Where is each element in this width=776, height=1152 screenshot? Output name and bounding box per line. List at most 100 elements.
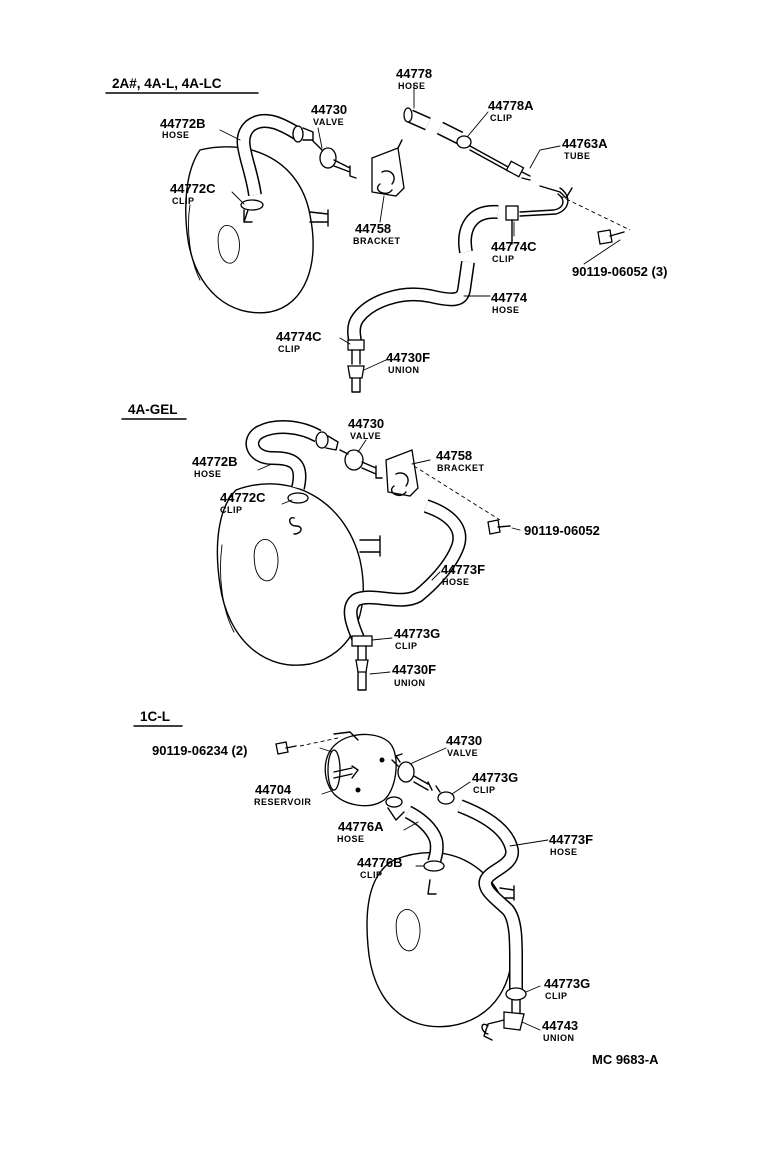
- bracket-44758-1: [371, 139, 405, 197]
- hose-44773F-3: [457, 799, 523, 990]
- label-90119-06234: 90119-06234 (2): [152, 743, 247, 758]
- label-44774C-low-num: 44774C: [276, 329, 322, 344]
- label-44730-3-num: 44730: [446, 733, 482, 748]
- label-44730-1-name: VALVE: [313, 117, 344, 127]
- label-44772B-1-name: HOSE: [162, 130, 190, 140]
- label-44763A-name: TUBE: [564, 151, 591, 161]
- section-1-labels: 44772B HOSE 44730 VALVE 44778 HOSE 44778…: [160, 66, 667, 375]
- label-44773F-2-num: 44773F: [441, 562, 485, 577]
- label-44772C-1-num: 44772C: [170, 181, 216, 196]
- bolt-90119-06052-1: [597, 229, 625, 245]
- leader-44773F-3: [509, 839, 549, 847]
- leader-44776A: [403, 821, 419, 831]
- bolt-90119-06052-2: [487, 519, 511, 535]
- leader-90119-06052-1: [583, 239, 621, 265]
- label-44773G-low-num: 44773G: [544, 976, 590, 991]
- brake-booster-1: [185, 146, 329, 314]
- label-44773F-2-name: HOSE: [442, 577, 470, 587]
- clip-44772C-2: [287, 492, 309, 535]
- bolt-90119-06234: [275, 741, 297, 755]
- label-44743-num: 44743: [542, 1018, 578, 1033]
- brake-booster-2: [216, 483, 381, 666]
- clip-44772C-1: [240, 199, 264, 223]
- label-90119-06052-2: 90119-06052: [524, 523, 600, 538]
- label-44772C-2-num: 44772C: [220, 490, 266, 505]
- label-44774C-top-name: CLIP: [492, 254, 515, 264]
- leader-44758-2: [411, 459, 431, 465]
- leader-44772C-1: [231, 191, 245, 205]
- label-44773F-3-num: 44773F: [549, 832, 593, 847]
- leader-44730F-1: [363, 359, 387, 371]
- label-44774-name: HOSE: [492, 305, 520, 315]
- section-3-header: 1C-L: [140, 709, 170, 724]
- label-44773G-2-num: 44773G: [394, 626, 440, 641]
- label-44773G-2-name: CLIP: [395, 641, 418, 651]
- leader-44763A: [529, 145, 561, 169]
- hose-44778: [403, 107, 431, 131]
- leader-44773G-2: [371, 637, 393, 641]
- label-44758-1-num: 44758: [355, 221, 391, 236]
- label-44730F-1-num: 44730F: [386, 350, 430, 365]
- label-44774C-low-name: CLIP: [278, 344, 301, 354]
- clip-44776B: [423, 860, 445, 895]
- label-44730F-1-name: UNION: [388, 365, 420, 375]
- valve-44730-3: [391, 753, 433, 791]
- label-44772B-1-num: 44772B: [160, 116, 206, 131]
- section-1-header: 2A#, 4A-L, 4A-LC: [112, 76, 222, 91]
- leader-90119-06234: [319, 747, 333, 753]
- label-44758-2-num: 44758: [436, 448, 472, 463]
- label-44704-name: RESERVOIR: [254, 797, 311, 807]
- section-2-header: 4A-GEL: [128, 402, 178, 417]
- clip-reservoir: [385, 796, 405, 821]
- hose-44774: [347, 204, 499, 348]
- label-44704-num: 44704: [255, 782, 292, 797]
- label-44773F-3-name: HOSE: [550, 847, 578, 857]
- label-44778A-num: 44778A: [488, 98, 534, 113]
- leader-44773G-top: [451, 781, 471, 795]
- label-44772B-2-name: HOSE: [194, 469, 222, 479]
- label-44772B-2-num: 44772B: [192, 454, 238, 469]
- bracket-44758-2: [385, 449, 419, 497]
- clip-44774C-top: [505, 205, 519, 245]
- label-44758-1-name: BRACKET: [353, 236, 401, 246]
- label-44730-2-num: 44730: [348, 416, 384, 431]
- leader-44778A: [467, 111, 489, 137]
- leader-44730-2: [357, 439, 367, 453]
- hose-44773F-2: [343, 499, 467, 641]
- valve-44730-1: [311, 139, 357, 179]
- label-44776B-num: 44776B: [357, 855, 403, 870]
- label-44776A-num: 44776A: [338, 819, 384, 834]
- label-44778-num: 44778: [396, 66, 432, 81]
- leader-44730F-2: [369, 671, 391, 675]
- label-44773G-top-num: 44773G: [472, 770, 518, 785]
- hose-44772B-2: [245, 420, 322, 490]
- leader-44730-3: [409, 747, 447, 765]
- label-44730-2-name: VALVE: [350, 431, 381, 441]
- leader-dash-1: [559, 195, 631, 231]
- label-44730F-2-num: 44730F: [392, 662, 436, 677]
- label-44776A-name: HOSE: [337, 834, 365, 844]
- clip-44773G-top: [435, 785, 455, 805]
- label-44763A-num: 44763A: [562, 136, 608, 151]
- figure-code: MC 9683-A: [592, 1052, 659, 1067]
- leader-90119-06052-2: [511, 527, 521, 531]
- leader-44704: [321, 789, 335, 795]
- label-44772C-2-name: CLIP: [220, 505, 243, 515]
- label-44758-2-name: BRACKET: [437, 463, 485, 473]
- section-3-labels: 90119-06234 (2) 44730 VALVE 44704 RESERV…: [152, 733, 593, 1043]
- reservoir-44704: [324, 731, 397, 807]
- label-44730F-2-name: UNION: [394, 678, 426, 688]
- leader-44730-1: [317, 127, 323, 149]
- label-44774C-top-num: 44774C: [491, 239, 537, 254]
- hose-44776A: [404, 805, 444, 865]
- section-2-labels: 44730 VALVE 44772B HOSE 44758 BRACKET 44…: [192, 416, 600, 688]
- clip-valve-2: [315, 431, 339, 451]
- label-44773G-low-name: CLIP: [545, 991, 568, 1001]
- section-3: 1C-L: [133, 709, 549, 1041]
- leader-44773G-low: [525, 985, 541, 993]
- section-1: 2A#, 4A-L, 4A-LC: [105, 76, 631, 393]
- leader-dash-3: [299, 737, 339, 747]
- clip-valve-1: [292, 125, 314, 143]
